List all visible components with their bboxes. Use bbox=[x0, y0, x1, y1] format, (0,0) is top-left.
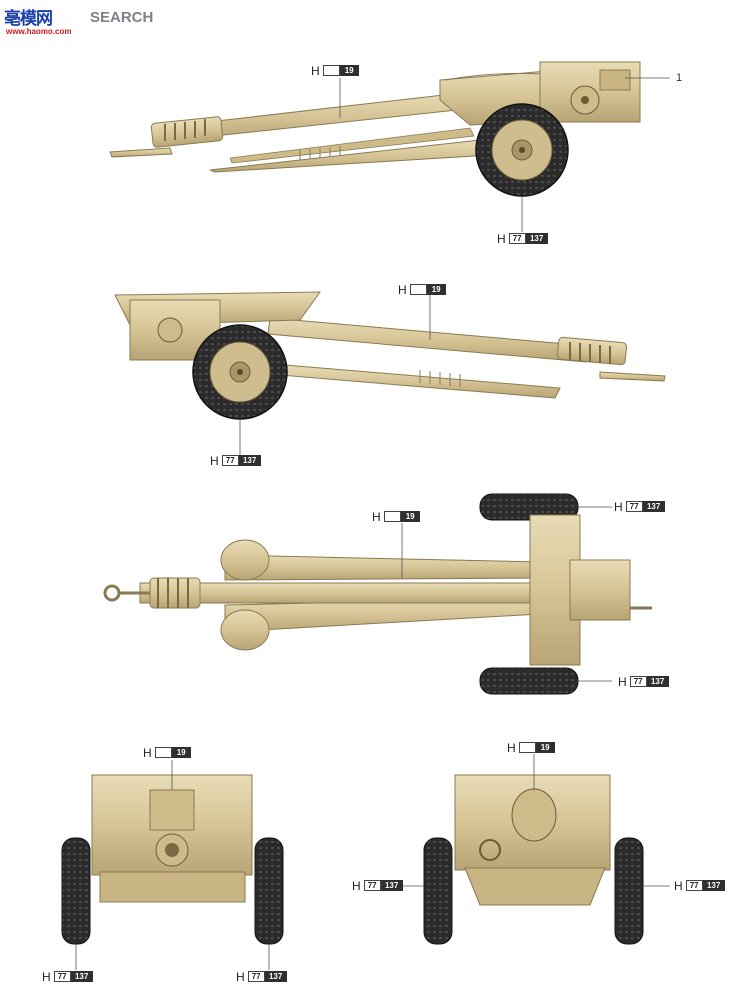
paint-code-label: H 77 137 bbox=[236, 970, 287, 984]
logo-url: www.haomo.com bbox=[6, 27, 72, 36]
side-view-left bbox=[109, 61, 641, 197]
site-logo: 亳模网 SEARCH www.haomo.com bbox=[4, 4, 164, 38]
paint-code-label: H 77 137 bbox=[42, 970, 93, 984]
top-view bbox=[103, 493, 652, 695]
callout-number: 1 bbox=[676, 72, 683, 84]
paint-code-label: H 77 137 bbox=[497, 232, 548, 246]
rear-view bbox=[423, 774, 644, 945]
logo-chinese-text: 亳模网 bbox=[4, 9, 53, 29]
side-view-right bbox=[114, 291, 666, 420]
paint-code-label: H 77 137 bbox=[674, 879, 725, 893]
paint-code-label: H 77 137 bbox=[618, 675, 669, 689]
paint-code-label: H 19 bbox=[398, 283, 446, 297]
paint-code-label: H 77 137 bbox=[210, 454, 261, 468]
leader-lines bbox=[75, 77, 670, 970]
paint-code-label: H 19 bbox=[311, 64, 359, 78]
paint-code-label: H 19 bbox=[143, 746, 191, 760]
front-view bbox=[61, 774, 284, 945]
logo-search-text: SEARCH bbox=[90, 9, 154, 26]
paint-code-label: H 77 137 bbox=[614, 500, 665, 514]
paint-code-label: H 19 bbox=[372, 510, 420, 524]
paint-code-label: H 19 bbox=[507, 741, 555, 755]
paint-code-label: H 77 137 bbox=[352, 879, 403, 893]
